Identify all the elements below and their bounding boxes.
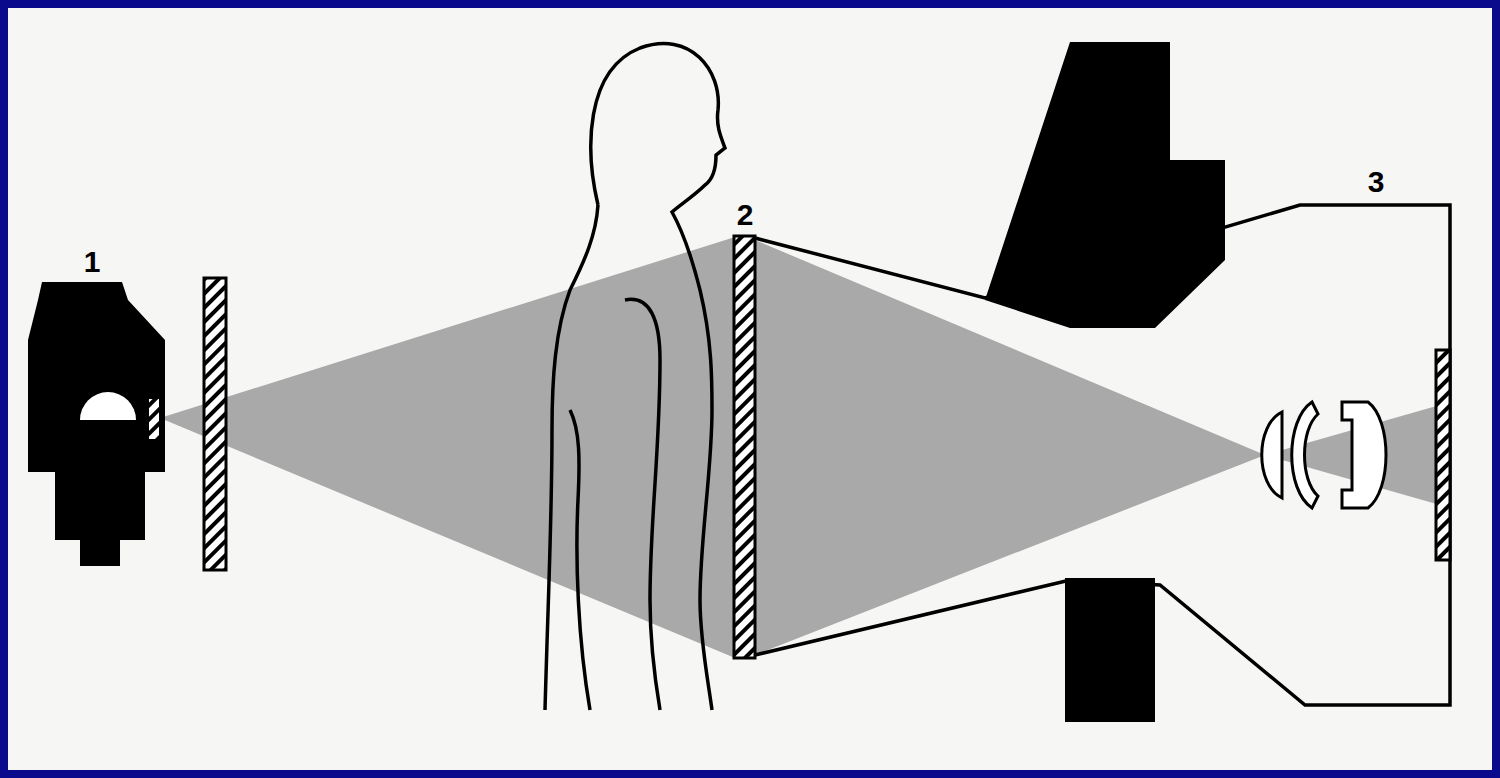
callout-number: 1 bbox=[84, 247, 101, 277]
filter-plate bbox=[204, 278, 226, 570]
patient-back bbox=[545, 205, 598, 710]
camera-lens bbox=[1262, 402, 1386, 508]
patient-arm bbox=[625, 299, 660, 710]
patient-arm-inner bbox=[570, 410, 590, 710]
patient-outline bbox=[591, 44, 725, 710]
x-ray-tube bbox=[28, 282, 165, 566]
fluorescent-screen bbox=[734, 236, 755, 658]
housing-block bbox=[985, 42, 1225, 328]
tube-window bbox=[148, 398, 160, 440]
panel bbox=[8, 8, 1492, 770]
callout-number: 2 bbox=[737, 200, 754, 230]
film bbox=[1436, 350, 1450, 560]
anode-dome bbox=[80, 392, 136, 420]
callout-number: 3 bbox=[1368, 167, 1385, 197]
housing-block bbox=[1065, 578, 1155, 722]
